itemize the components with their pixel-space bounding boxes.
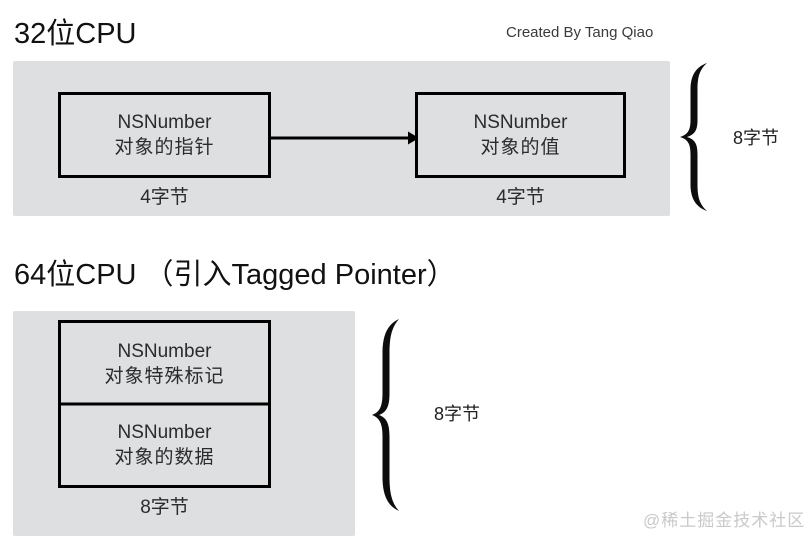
section-title-64bit: 64位CPU （引入Tagged Pointer） (14, 259, 456, 291)
box-half-data: NSNumber 对象的数据 (114, 404, 214, 485)
brace-label-64bit: 8字节 (434, 404, 481, 424)
box-line-secondary: 对象的值 (480, 137, 561, 158)
box-line-primary: NSNumber (117, 340, 212, 362)
box-line-secondary: 对象的数据 (114, 446, 215, 468)
box-line-secondary: 对象的指针 (114, 137, 215, 158)
box-nsnumber-pointer: NSNumber 对象的指针 (58, 92, 271, 178)
arrow-right-icon (269, 131, 419, 145)
box-line-primary: NSNumber (117, 112, 212, 133)
brace-label-32bit: 8字节 (733, 128, 780, 148)
box-line-primary: NSNumber (117, 421, 212, 443)
box-nsnumber-value: NSNumber 对象的值 (415, 92, 626, 178)
watermark-text: @稀土掘金技术社区 (643, 511, 805, 530)
box-line-primary: NSNumber (473, 112, 568, 133)
section-title-32bit: 32位CPU (14, 18, 137, 50)
box-nsnumber-tagged-pointer: NSNumber 对象特殊标记 NSNumber 对象的数据 (58, 320, 271, 488)
byte-caption-tagged: 8字节 (140, 497, 189, 518)
curly-brace-icon-64bit (370, 318, 414, 512)
credit-text: Created By Tang Qiao (506, 24, 654, 41)
box-divider (61, 402, 268, 406)
byte-caption-value: 4字节 (496, 187, 545, 208)
arrow-pointer-to-value (269, 128, 419, 148)
curly-brace-icon-32bit (678, 62, 722, 212)
box-half-tag: NSNumber 对象特殊标记 (104, 323, 224, 404)
byte-caption-pointer: 4字节 (140, 187, 189, 208)
box-line-secondary: 对象特殊标记 (104, 365, 225, 387)
